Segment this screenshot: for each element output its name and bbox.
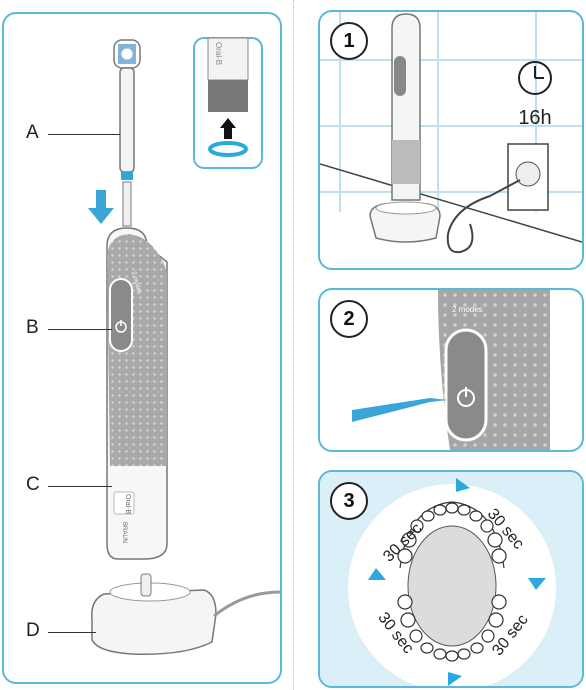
step3-illustration: 30 sec 30 sec 30 sec 30 sec xyxy=(320,472,582,686)
mode-button xyxy=(444,328,488,442)
label-d: D xyxy=(26,620,40,641)
step1-illustration: 16h xyxy=(320,12,582,254)
step1-badge: 1 xyxy=(330,22,368,60)
label-c: C xyxy=(26,474,40,495)
step1-panel: 16h 1 xyxy=(318,10,584,270)
step2-badge: 2 xyxy=(330,300,368,338)
pointing-arrow-icon xyxy=(352,398,448,422)
charging-brush xyxy=(369,13,441,243)
clock-icon xyxy=(518,61,552,95)
step3-badge: 3 xyxy=(330,482,368,520)
lower-teeth xyxy=(397,594,507,662)
inset-box: Oral-B xyxy=(193,37,263,169)
inset-brand: Oral-B xyxy=(214,42,223,65)
center-divider xyxy=(293,0,294,690)
leader-b xyxy=(48,329,112,330)
power-icon xyxy=(115,320,127,333)
mode-label: 2 modes xyxy=(130,271,142,295)
leader-c xyxy=(48,486,112,487)
counter-edge xyxy=(320,163,582,243)
drive-shaft xyxy=(122,181,132,227)
quadrant-markers xyxy=(368,478,546,686)
handle-maker: BRAUN xyxy=(121,522,127,543)
button-label: 2 modes xyxy=(452,305,483,314)
brush-head xyxy=(113,39,141,180)
leader-a xyxy=(48,134,120,135)
label-b: B xyxy=(26,317,39,338)
step2-panel: 2 modes 2 xyxy=(318,288,584,452)
charge-duration: 16h xyxy=(518,107,551,129)
assembly-panel: 2 modes Oral-B BRAUN Oral-B A B C xyxy=(2,12,282,684)
brush-handle: 2 modes Oral-B BRAUN xyxy=(106,227,168,560)
label-a: A xyxy=(26,122,39,143)
charger-base xyxy=(91,573,280,655)
step3-panel: 30 sec 30 sec 30 sec 30 sec 3 xyxy=(318,470,584,688)
arrow-up-icon xyxy=(220,118,236,139)
outlet xyxy=(446,143,549,254)
step2-illustration: 2 modes xyxy=(352,290,550,450)
leader-d xyxy=(48,632,96,633)
arrow-down-icon xyxy=(88,190,114,224)
handle-logo: Oral-B xyxy=(124,494,131,515)
power-icon xyxy=(457,387,475,407)
assembly-illustration: 2 modes Oral-B BRAUN Oral-B xyxy=(88,37,280,655)
tongue xyxy=(407,525,497,647)
